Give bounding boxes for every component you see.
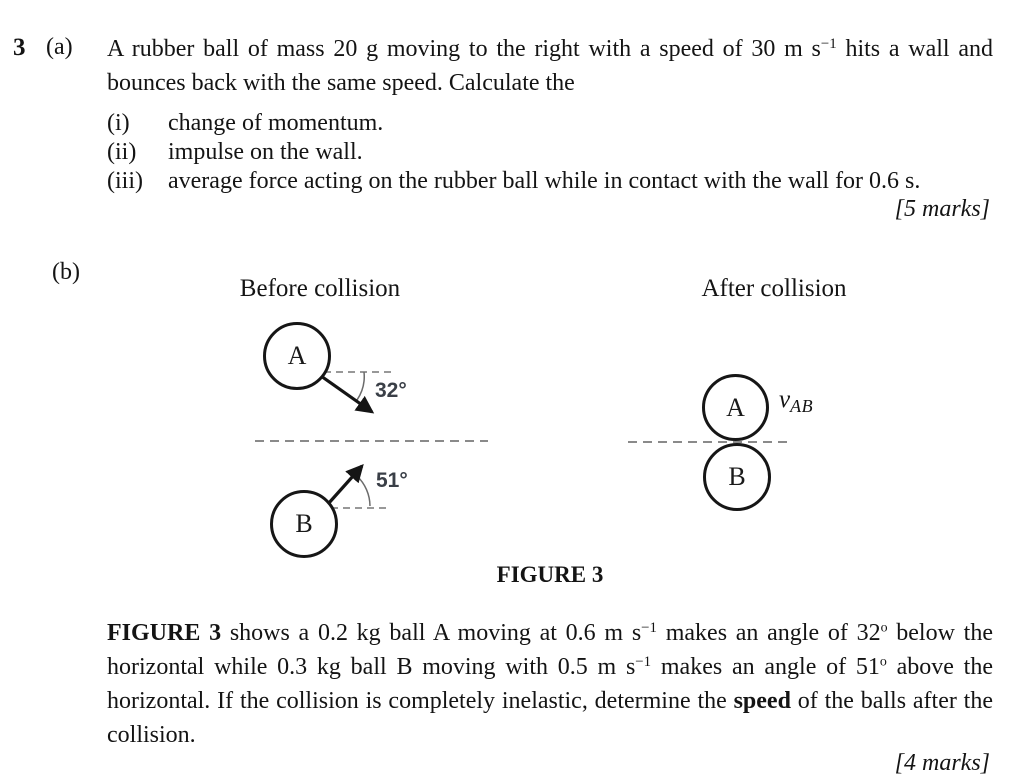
velocity-ab-label: vAB [779,386,813,417]
desc-seg6: of the balls after the collision. [107,688,993,748]
superscript-exponent: −1 [635,653,652,670]
ball-b-angle-arc [356,475,371,507]
angle-a-label: 32° [375,379,407,402]
ball-a-before-label: A [287,341,307,370]
ball-b-after-label: B [728,462,746,491]
figure-description: FIGURE 3 shows a 0.2 kg ball A moving at… [107,616,993,752]
list-text-i: change of momentum. [168,110,384,136]
ball-a-velocity-arrow [320,374,375,414]
ball-a-after: A [702,374,769,441]
part-a-text: A rubber ball of mass 20 g moving to the… [107,32,993,100]
list-item-ii: (ii) impulse on the wall. [107,138,993,167]
marks-part-a: [5 marks] [894,196,990,222]
marks-part-b: [4 marks] [894,750,990,776]
list-item-iii: (iii) average force acting on the rubber… [107,167,993,196]
angle-b-label: 51° [376,469,408,492]
list-marker-ii: (ii) [107,139,137,165]
list-text-iii: average force acting on the rubber ball … [168,168,921,194]
desc-seg5: above the horizontal. If the collision i… [107,654,993,714]
ball-b-before-label: B [295,509,313,538]
velocity-variable: v [779,386,791,413]
list-text-ii: impulse on the wall. [168,139,363,165]
degree-superscript: o [879,654,887,670]
list-marker-iii: (iii) [107,168,143,194]
ball-b-velocity-arrow [326,463,364,506]
superscript-exponent: −1 [641,619,657,636]
list-item-i: (i) change of momentum. [107,109,993,138]
superscript-exponent: −1 [820,35,837,52]
ball-a-angle-arc [356,371,365,401]
desc-seg4: makes an angle of 51 [651,654,880,680]
figure-ref-bold: FIGURE 3 [107,620,222,646]
ball-a-after-label: A [726,392,745,422]
part-a-text-post: hits a wall and bounces back with the sa… [107,36,993,96]
before-collision-title: Before collision [239,275,401,302]
desc-seg2: makes an angle of 32 [656,620,881,646]
ball-b-after: B [703,443,771,511]
ball-b-before: B [270,490,338,558]
after-collision-title: After collision [701,275,847,302]
ball-a-before: A [263,322,331,390]
desc-seg3: below the horizontal while 0.3 kg ball B… [107,620,993,680]
part-a-label: (a) [46,34,73,60]
figure-caption: FIGURE 3 [496,562,604,587]
degree-superscript: o [880,620,888,636]
part-b-label: (b) [52,259,80,285]
list-marker-i: (i) [107,110,130,136]
velocity-subscript: AB [790,396,814,416]
desc-seg1: shows a 0.2 kg ball A moving at 0.6 m s [221,620,642,646]
question-number: 3 [13,34,26,61]
part-a-text-pre: A rubber ball of mass 20 g moving to the… [107,36,821,62]
speed-bold: speed [733,688,791,714]
